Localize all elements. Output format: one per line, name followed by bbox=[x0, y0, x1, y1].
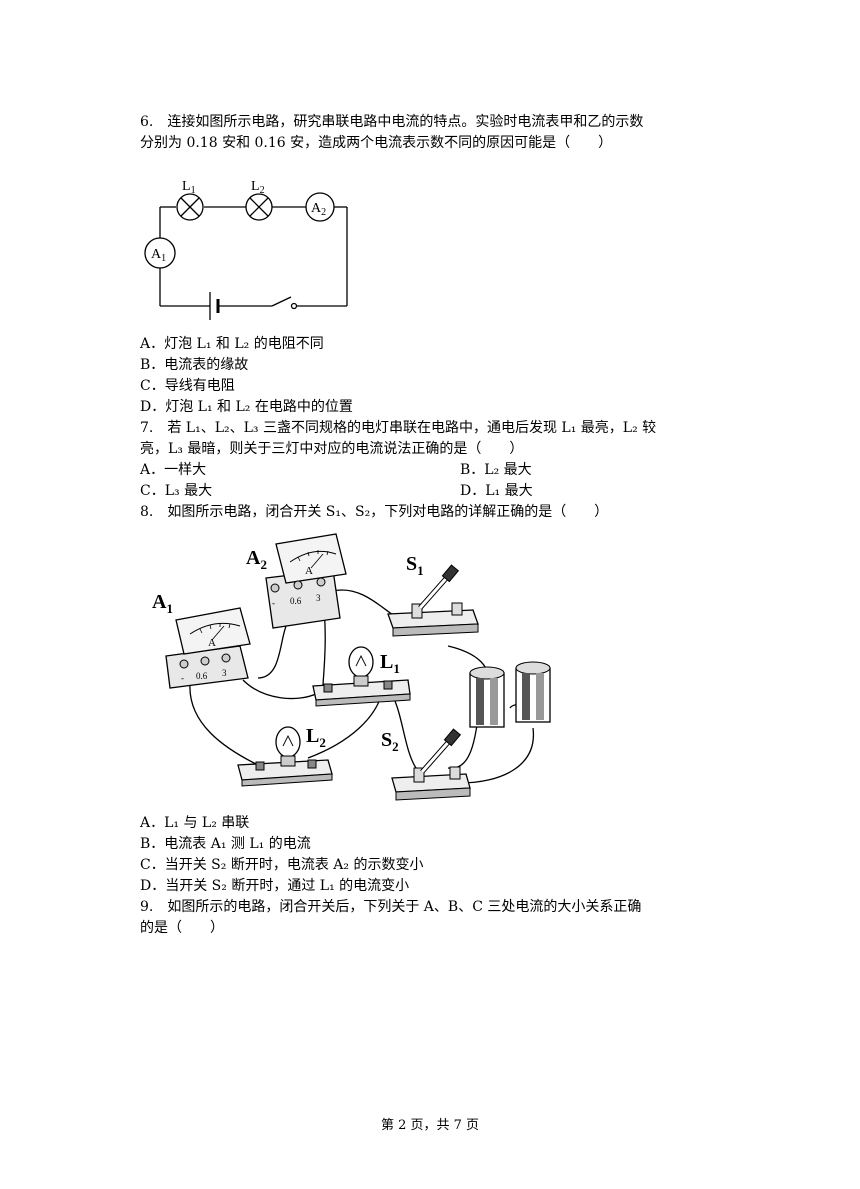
q6-label-l2: L2 bbox=[251, 179, 265, 196]
q7-option-d: D．L₁ 最大 bbox=[460, 483, 533, 499]
q8-a2-unit: A bbox=[305, 565, 313, 577]
q6-label-l1-sub: 1 bbox=[191, 185, 196, 196]
battery-left-icon bbox=[469, 666, 505, 728]
q6-option-b: B．电流表的缘故 bbox=[140, 357, 249, 373]
q9-stem-line1: 9. 如图所示的电路，闭合开关后，下列关于 A、B、C 三处电流的大小关系正确 bbox=[140, 899, 642, 915]
ammeter-a1-icon bbox=[165, 607, 251, 689]
q8-option-b: B．电流表 A₁ 测 L₁ 的电流 bbox=[140, 836, 311, 852]
ammeter-a2-icon bbox=[305, 192, 335, 222]
q9-stem-line2: 的是（ ） bbox=[140, 920, 224, 936]
q8-label-s2: S2 bbox=[381, 729, 399, 754]
q8-a2-terminal-3: 3 bbox=[316, 593, 321, 603]
lamp-l1-icon bbox=[176, 193, 204, 221]
q8-a1-terminal-06: 0.6 bbox=[196, 671, 208, 681]
q8-stem-line1: 8. 如图所示电路，闭合开关 S₁、S₂，下列对电路的详解正确的是（ ） bbox=[140, 504, 609, 520]
q6-option-c: C．导线有电阻 bbox=[140, 378, 235, 394]
ammeter-a2-icon bbox=[265, 533, 347, 629]
q6-circuit-diagram: L1 L2 A2 A1 bbox=[144, 179, 348, 320]
q8-option-c: C．当开关 S₂ 断开时，电流表 A₂ 的示数变小 bbox=[140, 857, 424, 873]
switch-s2-icon bbox=[391, 728, 471, 801]
q8-a1-unit: A bbox=[208, 637, 216, 649]
q7-option-c: C．L₃ 最大 bbox=[140, 483, 213, 499]
q7-stem-line2: 亮，L₃ 最暗，则关于三灯中对应的电流说法正确的是（ ） bbox=[140, 441, 524, 457]
q8-label-l2: L2 bbox=[306, 725, 326, 750]
q6-label-a1: A1 bbox=[151, 247, 166, 264]
q8-label-a2: A2 bbox=[246, 547, 267, 572]
switch-s1-icon bbox=[387, 564, 479, 637]
q8-a1-terminal-minus: - bbox=[181, 673, 184, 683]
page-footer: 第 2 页，共 7 页 bbox=[380, 1118, 480, 1133]
switch-icon bbox=[271, 296, 298, 310]
q6-label-l1: L1 bbox=[182, 179, 196, 196]
q6-option-d: D．灯泡 L₁ 和 L₂ 在电路中的位置 bbox=[140, 399, 353, 415]
ammeter-a1-icon bbox=[144, 237, 176, 269]
battery-icon bbox=[209, 292, 220, 320]
lamp-l1-icon bbox=[312, 646, 411, 707]
q8-a1-terminal-3: 3 bbox=[222, 668, 227, 678]
q7-option-a: A．一样大 bbox=[140, 462, 207, 478]
q8-physical-circuit-illustration: A - 0.6 3 A - 0.6 3 bbox=[152, 533, 551, 801]
lamp-l2-icon bbox=[237, 726, 333, 787]
q8-label-a1: A1 bbox=[152, 591, 173, 616]
q7-stem-line1: 7. 若 L₁、L₂、L₃ 三盏不同规格的电灯串联在电路中，通电后发现 L₁ 最… bbox=[140, 420, 657, 436]
q6-option-a: A．灯泡 L₁ 和 L₂ 的电阻不同 bbox=[140, 336, 324, 352]
q8-label-s1: S1 bbox=[406, 553, 424, 578]
q6-stem-line1: 6. 连接如图所示电路，研究串联电路中电流的特点。实验时电流表甲和乙的示数 bbox=[140, 114, 644, 130]
q8-a2-terminal-minus: - bbox=[272, 598, 275, 608]
q8-label-l1: L1 bbox=[380, 651, 400, 676]
q7-option-b: B．L₂ 最大 bbox=[460, 462, 532, 478]
q8-a2-terminal-06: 0.6 bbox=[290, 596, 302, 606]
battery-right-icon bbox=[515, 661, 551, 723]
q6-label-a2: A2 bbox=[311, 201, 326, 218]
q8-option-d: D．当开关 S₂ 断开时，通过 L₁ 的电流变小 bbox=[140, 878, 410, 894]
lamp-l2-icon bbox=[245, 193, 273, 221]
q6-stem-line2: 分别为 0.18 安和 0.16 安，造成两个电流表示数不同的原因可能是（ ） bbox=[140, 135, 613, 151]
q8-option-a: A．L₁ 与 L₂ 串联 bbox=[140, 815, 250, 831]
